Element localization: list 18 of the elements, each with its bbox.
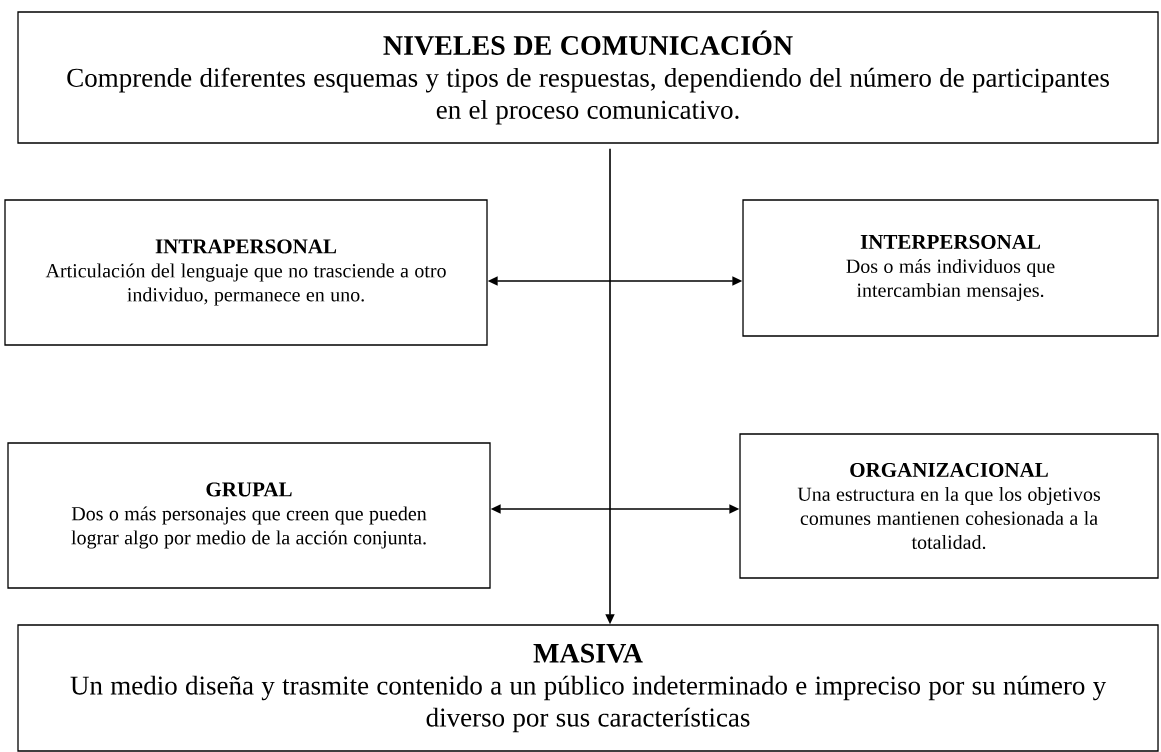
- level-box: [739, 433, 1159, 579]
- level-title: INTERPERSONAL: [860, 234, 1041, 250]
- level-title: MASIVA: [533, 643, 643, 663]
- level-box: [7, 442, 491, 589]
- level-description: Dos o más individuos que intercambian mensajes.: [846, 258, 1055, 302]
- level-description: Comprende diferentes esquemas y tipos de respuestas, dependiendo del número de participantes en el proceso comunicativo.: [67, 67, 1109, 125]
- level-box: [17, 11, 1159, 144]
- level-title: ORGANIZACIONAL: [850, 462, 1048, 477]
- level-description: Articulación del lenguaje que no trasciende a otro individuo, permanece en uno.: [45, 263, 446, 306]
- level-description: Dos o más personajes que creen que pueden lograr algo por medio de la acción conjunta.: [71, 506, 427, 549]
- level-box: [17, 624, 1159, 752]
- level-title: NIVELES DE COMUNICACIÓN: [383, 30, 793, 56]
- level-description: Un medio diseña y trasmite contenido a un público indeterminado e impreciso por su número y diverso por sus características: [70, 675, 1107, 733]
- level-title: INTRAPERSONAL: [155, 239, 337, 254]
- level-box: [742, 199, 1159, 337]
- level-description: Una estructura en la que los objetivos comunes mantienen cohesionada a la totalidad.: [797, 486, 1101, 550]
- level-title: GRUPAL: [206, 482, 292, 497]
- level-box: [4, 199, 488, 346]
